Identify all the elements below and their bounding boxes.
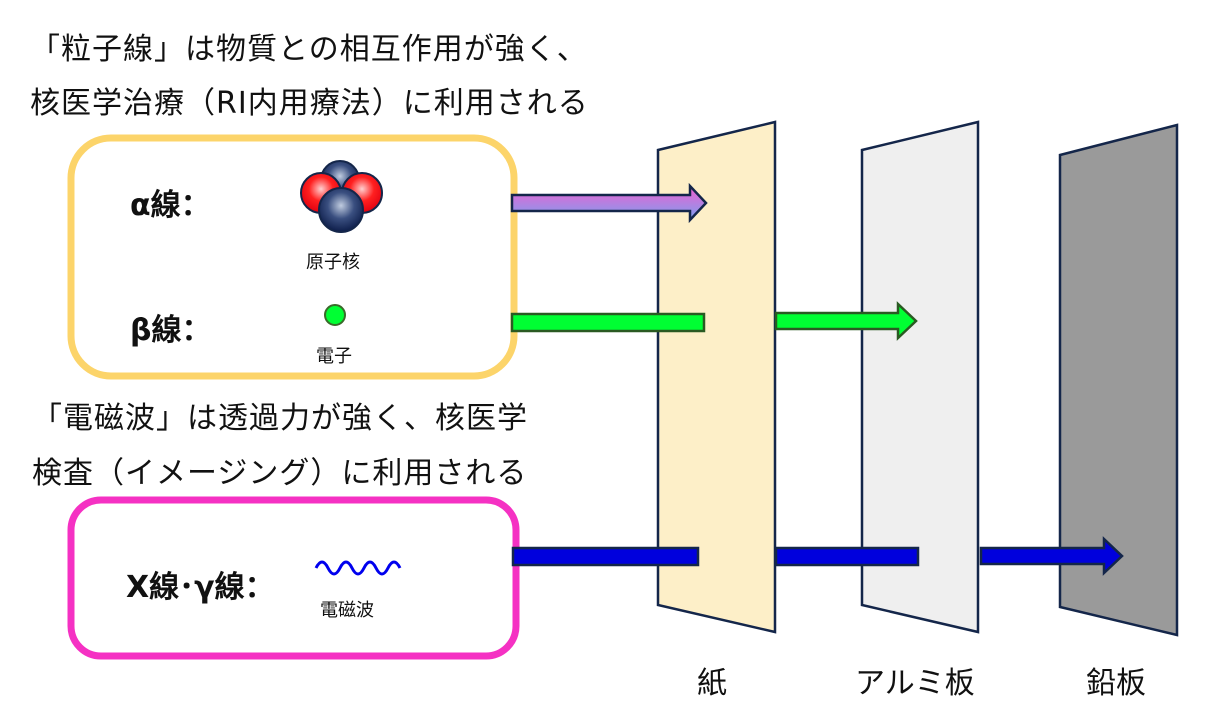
beta-label: β線： — [130, 313, 212, 348]
alpha-arrow — [510, 182, 708, 224]
lead-plate — [1058, 123, 1179, 637]
xgamma-bar-1 — [511, 546, 700, 567]
xgamma-label: X線･γ線： — [126, 570, 275, 605]
beta-sub: 電子 — [316, 346, 352, 367]
xgamma-bar-2 — [774, 546, 920, 567]
em-caption-line2: 検査（イメージング）に利用される — [32, 456, 528, 491]
paper-label: 紙 — [697, 666, 727, 701]
alpha-label: α線： — [130, 188, 211, 223]
particle-caption-line1: 「粒子線」は物質との相互作用が強く、 — [30, 32, 588, 67]
xgamma-arrow — [979, 536, 1124, 576]
lead-label: 鉛板 — [1086, 666, 1146, 701]
em-caption-line1: 「電磁波」は透過力が強く、核医学 — [32, 401, 528, 436]
particle-caption-line2: 核医学治療（RI内用療法）に利用される — [30, 86, 589, 121]
aluminum-label: アルミ板 — [855, 666, 975, 701]
paper-plate — [656, 120, 777, 634]
wave-icon — [314, 560, 402, 576]
particle-box — [67, 134, 518, 380]
beta-arrow — [774, 301, 918, 341]
alpha-sub: 原子核 — [306, 252, 360, 273]
aluminum-plate — [860, 120, 980, 634]
electron-icon — [324, 304, 346, 326]
xgamma-sub: 電磁波 — [320, 600, 374, 621]
alpha-particle-icon — [300, 160, 383, 233]
beta-bar — [510, 312, 706, 333]
em-box — [67, 496, 520, 660]
